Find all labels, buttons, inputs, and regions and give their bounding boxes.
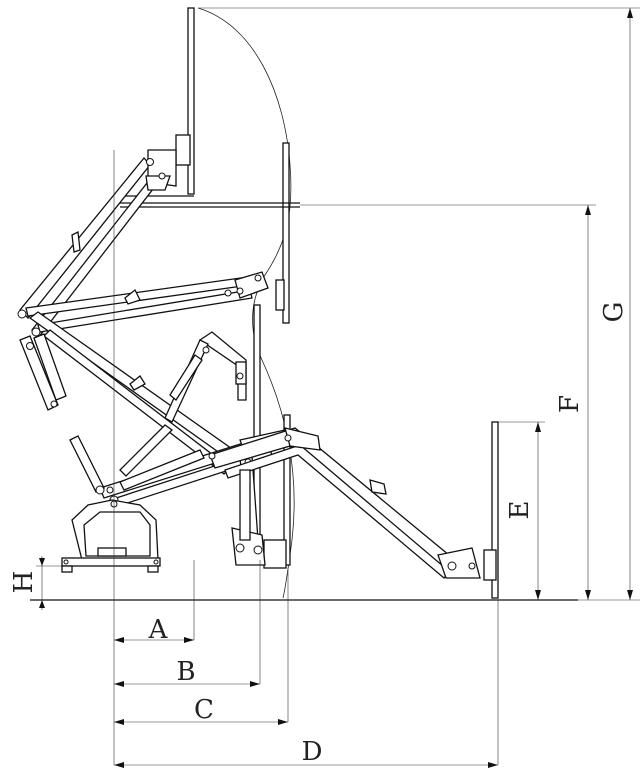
label-h: H [9,571,39,594]
dimension-d [114,762,498,768]
label-a: A [148,615,169,645]
bucket-upper [120,142,300,324]
tractor-frame [61,499,161,573]
arm-ground-reach [209,427,481,579]
dimension-g [198,7,640,601]
dimension-f [300,204,596,600]
dimension-c [114,719,288,725]
label-f: F [555,395,585,413]
label-c: C [194,695,214,725]
label-g: G [599,302,629,323]
arm-raised-high [25,271,269,333]
dimension-a [114,637,194,643]
dimension-h [36,556,62,610]
arm-raised-max [19,149,177,340]
label-d: D [302,737,323,767]
reach-envelope-curve [197,7,295,599]
dimension-e [498,421,545,600]
dimension-b [114,681,260,687]
label-e: E [505,501,535,520]
label-b: B [176,657,195,687]
bucket-ground [483,421,499,599]
